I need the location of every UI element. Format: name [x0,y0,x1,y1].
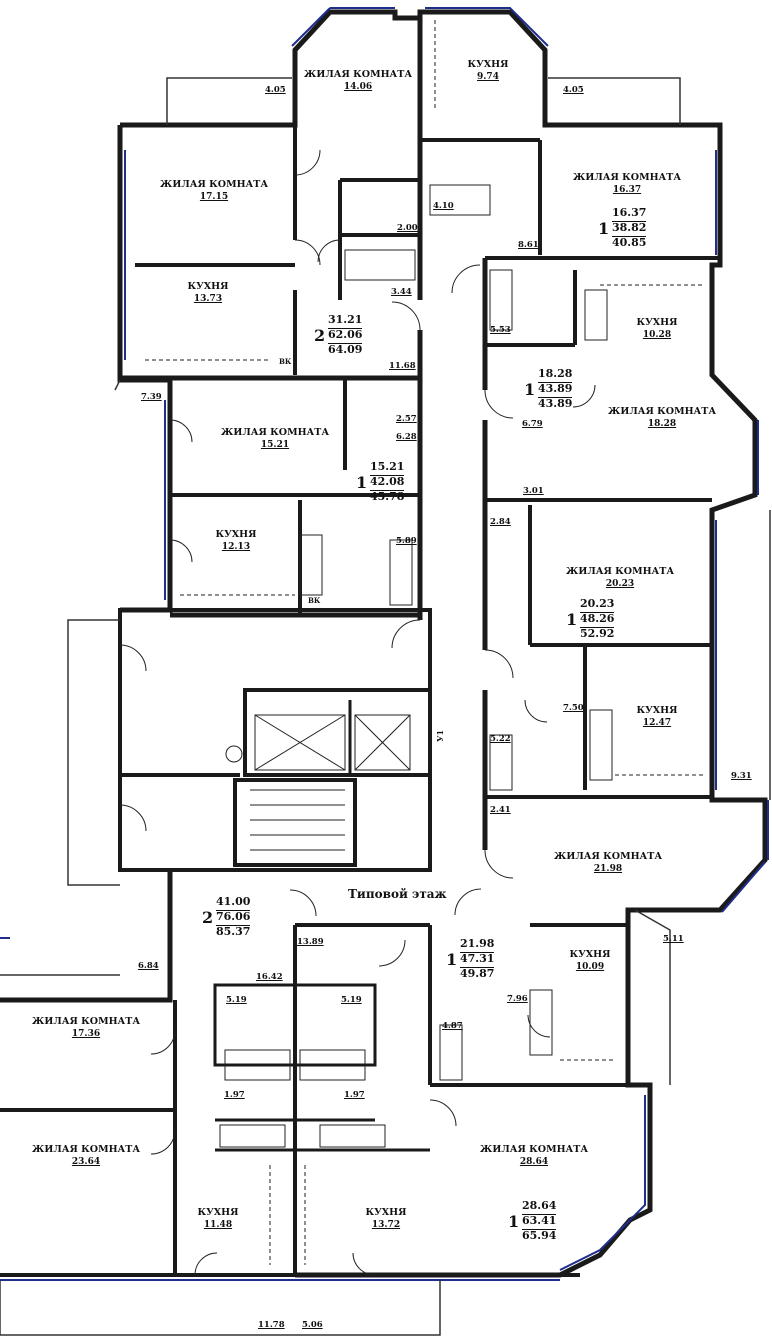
area-label: 6.79 [522,419,543,429]
area-label: 13.89 [297,937,324,947]
area-label: 2.41 [490,805,511,815]
area-label: 8.61 [518,240,539,250]
area-label: 11.68 [389,361,416,371]
area-label: 5.06 [302,1320,323,1330]
shaft-label: У1 [435,729,446,743]
area-label: 16.42 [256,972,283,982]
area-label: 5.19 [226,995,247,1005]
area-label: 7.96 [507,994,528,1004]
area-label: 5.22 [490,734,511,744]
area-label: 9.31 [731,771,752,781]
area-label: 4.10 [433,201,454,211]
area-label: 4.05 [563,85,584,95]
wc-label: ВК [279,357,292,366]
area-label: 2.57 [396,414,417,424]
area-label: 7.50 [563,703,584,713]
wc-label: ВК [308,596,321,605]
area-label: 5.89 [396,536,417,546]
area-label: 5.19 [341,995,362,1005]
area-label: 6.28 [396,432,417,442]
door-swings [119,149,596,1276]
area-label: 5.53 [490,325,511,335]
area-label: 5.11 [663,934,684,944]
area-label: 6.84 [138,961,159,971]
area-label: 4.05 [265,85,286,95]
area-label: 11.78 [258,1320,285,1330]
area-label: 3.44 [391,287,412,297]
area-label: 1.97 [344,1090,365,1100]
window-lines [0,7,769,1281]
area-label: 4.87 [442,1021,463,1031]
balconies [0,77,771,1336]
area-label: 3.01 [523,486,544,496]
area-label: 1.97 [224,1090,245,1100]
area-label: 2.84 [490,517,511,527]
area-label: 7.39 [141,392,162,402]
kitchen-counters [145,20,705,1265]
plan-title: Типовой этаж [348,887,447,901]
sanitary-fixtures [219,184,613,1148]
area-label: 2.00 [397,223,418,233]
walls [0,9,768,1278]
